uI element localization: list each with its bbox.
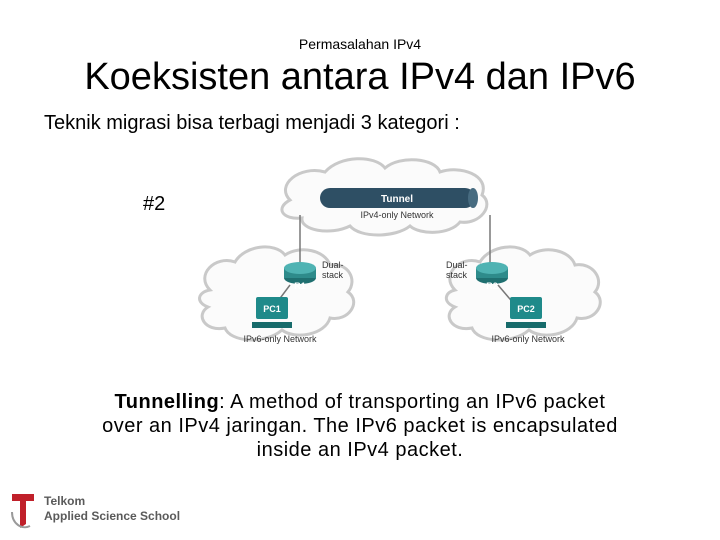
pc1-label: PC1 <box>263 304 281 314</box>
tunnel-network-diagram: Tunnel IPv4-only Network R1 Dual- stack … <box>190 150 610 360</box>
dual-stack-right-line2: stack <box>446 270 468 280</box>
ipv4-network-label: IPv4-only Network <box>360 210 434 220</box>
pc1-computer: PC1 <box>252 297 292 328</box>
slide-title: Koeksisten antara IPv4 dan IPv6 <box>0 56 720 99</box>
telkom-logo-school: Applied Science School <box>44 509 180 523</box>
slide-subtitle: Permasalahan IPv4 <box>0 36 720 52</box>
router-r2-label: R2 <box>486 281 498 291</box>
tunnelling-caption: Tunnelling: A method of transporting an … <box>100 390 620 462</box>
dual-stack-left-line1: Dual- <box>322 260 344 270</box>
caption-term: Tunnelling <box>115 391 220 413</box>
intro-text: Teknik migrasi bisa terbagi menjadi 3 ka… <box>44 112 460 135</box>
tunnel-pipe-end <box>468 188 478 208</box>
ipv6-network-right-label: IPv6-only Network <box>491 334 565 344</box>
telkom-logo: Telkom Applied Science School <box>8 490 208 532</box>
router-r1-label: R1 <box>294 281 306 291</box>
telkom-logo-name: Telkom <box>44 494 85 508</box>
pc2-label: PC2 <box>517 304 535 314</box>
ipv6-network-left-label: IPv6-only Network <box>243 334 317 344</box>
dual-stack-right-line1: Dual- <box>446 260 468 270</box>
tunnel-label: Tunnel <box>381 194 413 205</box>
pc2-computer: PC2 <box>506 297 546 328</box>
dual-stack-left-line2: stack <box>322 270 344 280</box>
category-number: #2 <box>143 193 165 216</box>
